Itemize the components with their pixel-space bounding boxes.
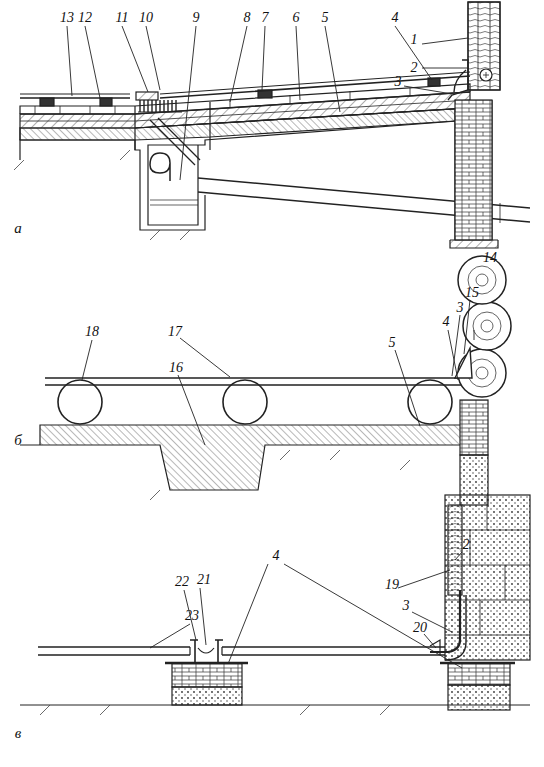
callout-number: 18 [84,325,100,339]
callout-number: 16 [168,361,184,375]
panel-letter: б [13,433,23,448]
callout-number: 17 [167,325,183,339]
callout-number: 4 [442,315,451,329]
callout-number: 1 [410,33,419,47]
callout-number: 20 [412,621,428,635]
panel-letter: а [13,221,23,236]
callout-number: 13 [59,11,75,25]
callout-number: 3 [456,301,465,315]
callout-number: 9 [192,11,201,25]
callout-number: 5 [388,336,397,350]
callout-number: 19 [384,578,400,592]
callout-number: 4 [391,11,400,25]
callout-number: 15 [464,286,480,300]
callout-number: 22 [174,575,190,589]
callout-number: 4 [272,549,281,563]
callout-number: 11 [115,11,130,25]
callout-number: 10 [138,11,154,25]
callout-number: 2 [410,61,419,75]
callout-number: 8 [243,11,252,25]
callout-number: 21 [196,573,212,587]
callout-number: 5 [321,11,330,25]
panel-letter: в [14,726,23,741]
callout-number: 14 [482,251,498,265]
callout-number: 3 [394,75,403,89]
callout-number: 2 [462,538,471,552]
callout-number: 3 [402,599,411,613]
callout-number: 6 [292,11,301,25]
callout-number: 7 [261,11,270,25]
callout-number: 12 [77,11,93,25]
callout-number: 23 [184,609,200,623]
